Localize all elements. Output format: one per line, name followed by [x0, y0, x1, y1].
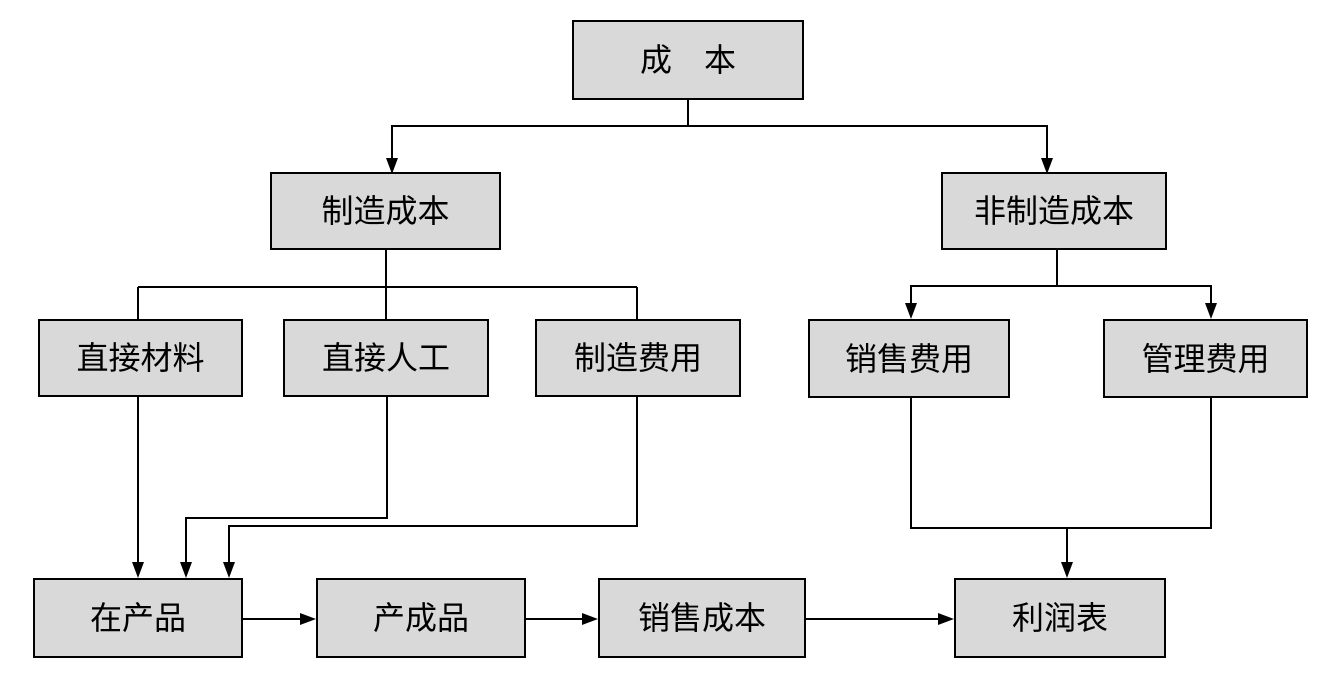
arrow-labor-to-wip	[180, 562, 192, 578]
connector-manufacturing-split	[137, 250, 638, 319]
node-income-statement: 利润表	[954, 578, 1166, 658]
node-direct-materials: 直接材料	[38, 319, 243, 397]
connector-expenses-to-income-statement	[910, 398, 1212, 564]
node-manufacturing-overhead: 制造费用	[535, 319, 741, 397]
arrow-to-selling-expenses	[905, 303, 917, 319]
arrow-overhead-to-wip	[223, 562, 235, 578]
node-finished-goods: 产成品	[316, 578, 526, 658]
node-cost: 成 本	[572, 20, 804, 100]
arrow-to-administrative-expenses	[1205, 303, 1217, 319]
arrow-materials-to-wip	[132, 562, 144, 578]
connector-cost-split	[391, 100, 1048, 160]
arrow-cost-of-sales-to-income-statement	[938, 613, 954, 625]
node-selling-expenses: 销售费用	[808, 319, 1010, 398]
connector-non-manufacturing-split	[910, 250, 1212, 305]
node-manufacturing-cost: 制造成本	[270, 172, 501, 250]
connector-labor-to-wip	[185, 397, 388, 564]
node-work-in-process: 在产品	[33, 578, 243, 658]
connector-overhead-to-wip	[228, 397, 638, 564]
node-administrative-expenses: 管理费用	[1103, 319, 1308, 398]
arrow-finished-to-cost-of-sales	[582, 613, 598, 625]
arrow-wip-to-finished	[300, 613, 316, 625]
node-non-manufacturing-cost: 非制造成本	[941, 172, 1167, 250]
node-cost-of-sales: 销售成本	[598, 578, 806, 658]
arrow-expenses-to-income-statement	[1061, 562, 1073, 578]
node-direct-labor: 直接人工	[283, 319, 489, 397]
